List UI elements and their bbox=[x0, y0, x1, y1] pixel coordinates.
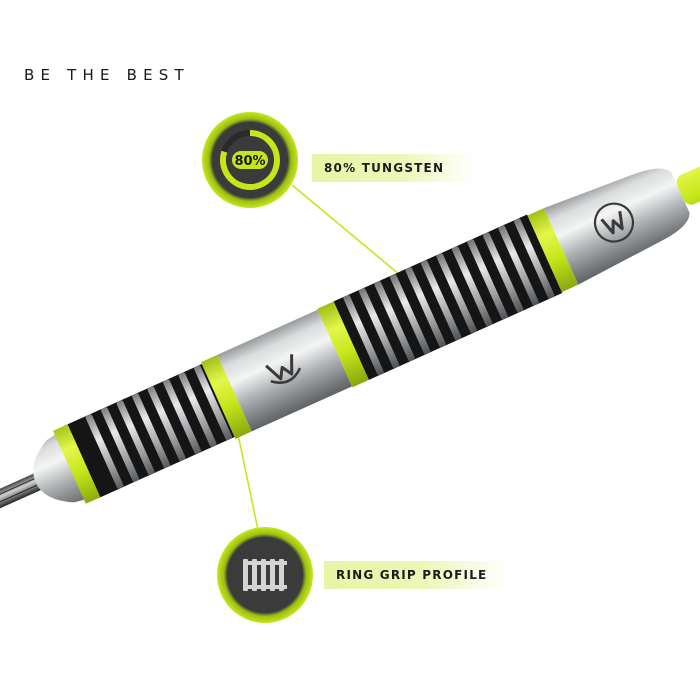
winmau-w-emblem-icon bbox=[593, 202, 635, 243]
lime-band-front bbox=[53, 424, 101, 504]
lime-band-2 bbox=[200, 354, 252, 439]
grip-feature-label: RING GRIP PROFILE bbox=[324, 561, 506, 589]
dart-barrel bbox=[0, 156, 700, 511]
lime-band-3 bbox=[317, 301, 369, 388]
tungsten-percentage-gauge-icon: 80% bbox=[202, 112, 298, 208]
grip-leader-line bbox=[234, 419, 259, 531]
mvg-logo-icon bbox=[265, 354, 302, 384]
tagline: BE THE BEST bbox=[24, 66, 190, 84]
ring-grip-profile-icon bbox=[217, 527, 313, 623]
tungsten-feature-label: 80% TUNGSTEN bbox=[312, 154, 474, 182]
lime-band-rear bbox=[527, 208, 579, 293]
tungsten-badge-text: 80% bbox=[234, 154, 265, 169]
dart-shaft bbox=[676, 156, 700, 205]
